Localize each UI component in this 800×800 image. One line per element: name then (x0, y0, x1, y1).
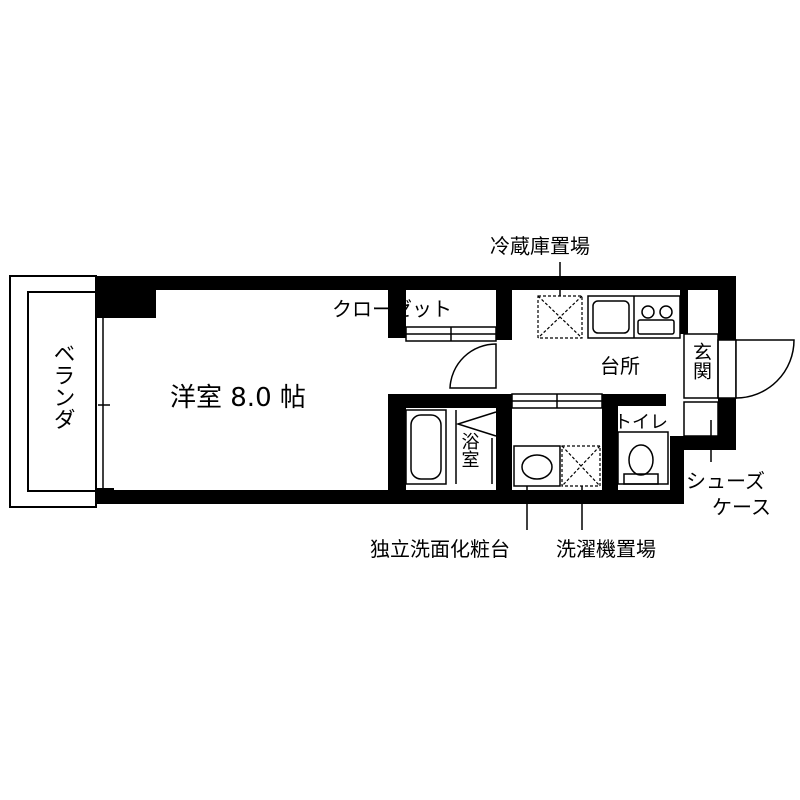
washroom-sliding-door (511, 393, 603, 409)
entrance-door-swing (717, 339, 795, 399)
fridge-space-label: 冷蔵庫置場 (490, 234, 590, 258)
closet-label: クローゼット (332, 297, 452, 321)
interior-walls (388, 290, 688, 504)
door-swing-icon (449, 343, 497, 389)
bathtub-icon (405, 409, 447, 485)
veranda-label: ベランダ (50, 342, 75, 430)
stove-icon (637, 305, 675, 335)
shoe-case-box (683, 401, 719, 437)
washer-space-label: 洗濯機置場 (556, 537, 656, 561)
western-room-label: 洋室 8.0 帖 (170, 383, 306, 413)
washbasin-icon (513, 445, 561, 487)
shoe-case-label-line1: シューズ (686, 469, 765, 493)
entrance-label: 玄関 (690, 342, 712, 380)
vanity-label: 独立洗面化粧台 (370, 537, 510, 561)
bath-label: 浴室 (459, 432, 480, 468)
kitchen-counter (587, 295, 681, 339)
bath-folding-door (455, 411, 497, 437)
balcony-window (95, 318, 110, 488)
toilet-label: トイレ (614, 412, 668, 433)
sink-icon (592, 300, 630, 334)
kitchen-label: 台所 (600, 354, 640, 378)
washer-space-icon (561, 445, 601, 487)
shoe-case-label-line2: ケース (712, 495, 771, 519)
entrance-box (683, 333, 719, 399)
fridge-space-icon (537, 295, 583, 339)
toilet-icon (617, 431, 669, 485)
closet-door (405, 326, 497, 342)
